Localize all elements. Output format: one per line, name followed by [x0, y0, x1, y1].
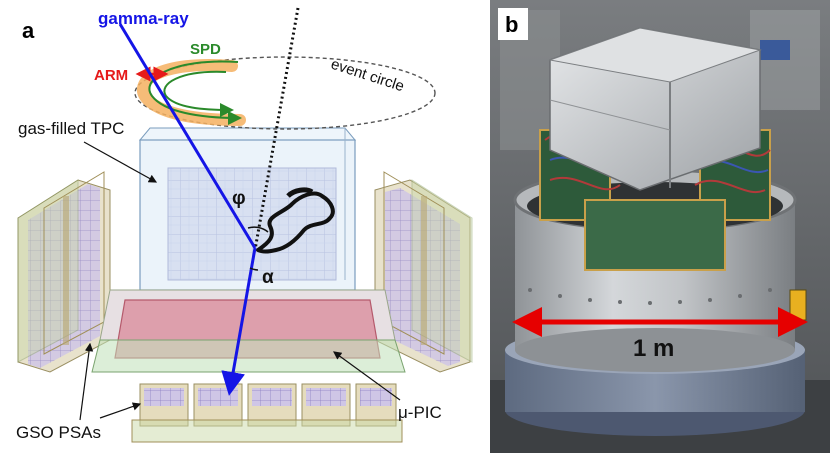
panel-a-letter: a — [22, 18, 35, 43]
gso-label: GSO PSAs — [16, 423, 101, 442]
photo-svg: 1 m b — [490, 0, 830, 453]
gso-pointer-side — [79, 342, 94, 421]
panel-b-letter: b — [505, 12, 518, 37]
gso-bottom-modules — [131, 383, 403, 443]
upic-plane — [91, 289, 406, 373]
gso-pointer-bottom — [99, 402, 142, 419]
gso-side-module-left — [17, 171, 111, 373]
spd-arc-inner — [163, 70, 234, 117]
scale-label: 1 m — [633, 335, 674, 362]
tpc-vessel — [138, 127, 357, 291]
phi-arc — [247, 226, 269, 233]
electron-track — [256, 191, 335, 254]
gamma-ray-label: gamma-ray — [98, 9, 189, 28]
tape-measure — [789, 289, 807, 321]
upic-label: μ-PIC — [398, 403, 442, 422]
photo-panel: 1 m b — [490, 0, 830, 453]
spd-label: SPD — [190, 41, 221, 58]
schematic-panel: a — [16, 7, 473, 443]
phi-label: φ — [232, 188, 246, 209]
event-circle — [134, 56, 436, 130]
gamma-ray-scattered — [221, 247, 257, 396]
schematic-svg: a — [16, 7, 473, 443]
upic-pointer — [333, 351, 401, 401]
tpc-pointer — [83, 141, 158, 183]
alpha-label: α — [262, 267, 274, 288]
spd-arc-outer — [148, 60, 242, 125]
gamma-ray-incoming — [118, 23, 257, 249]
arm-band — [136, 59, 246, 126]
alpha-arc — [249, 267, 259, 271]
event-circle-label: event circle — [329, 56, 406, 96]
gso-side-module-right — [374, 171, 473, 373]
tpc-label: gas-filled TPC — [18, 119, 124, 138]
panel-b-badge — [498, 8, 528, 40]
arm-label: ARM — [94, 67, 128, 84]
cone-axis — [253, 7, 300, 251]
